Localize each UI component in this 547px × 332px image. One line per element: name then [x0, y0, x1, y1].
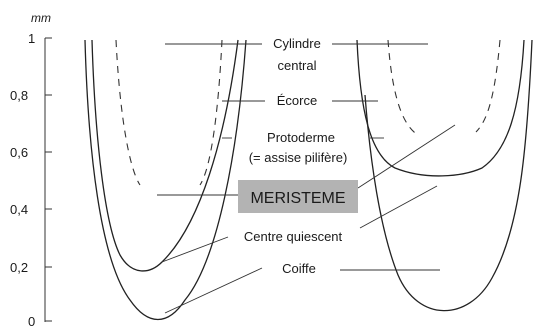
label-meristeme: MERISTEME — [250, 190, 345, 207]
tick-label-1: 1 — [28, 31, 35, 46]
left-root-tip — [84, 39, 247, 321]
label-centre-quiescent: Centre quiescent — [244, 229, 343, 244]
label-protoderme-line2: (= assise pilifère) — [249, 150, 348, 165]
right-central-cylinder-outline — [387, 39, 501, 136]
leader-lines — [157, 43, 456, 314]
tick-label-0: 0 — [28, 314, 35, 327]
labels: Cylindre central Écorce Protoderme (= as… — [238, 36, 358, 276]
right-root-tip — [356, 39, 533, 312]
left-protoderm-outline — [91, 39, 239, 272]
right-coiffe-outline — [364, 39, 533, 312]
meristeme-box — [238, 180, 358, 213]
tick-label-0-2: 0,2 — [10, 260, 28, 275]
tick-label-0-8: 0,8 — [10, 88, 28, 103]
label-ecorce: Écorce — [277, 93, 317, 108]
axis-unit: mm — [31, 11, 51, 25]
label-cylindre-line2: central — [277, 58, 316, 73]
label-coiffe: Coiffe — [282, 261, 316, 276]
left-coiffe-outline — [84, 39, 247, 321]
label-cylindre-line1: Cylindre — [273, 36, 321, 51]
leader-quiescent-left — [161, 236, 229, 263]
left-central-cylinder-outline — [115, 39, 223, 186]
tick-label-0-4: 0,4 — [10, 202, 28, 217]
leader-coiffe-left — [164, 267, 263, 314]
leader-meristeme-right — [357, 124, 456, 189]
vertical-axis: mm 1 0,8 0,6 0,4 0,2 0 — [10, 11, 52, 329]
right-protoderm-outline — [356, 39, 525, 177]
leader-quiescent-right — [359, 185, 438, 229]
tick-label-0-6: 0,6 — [10, 145, 28, 160]
label-protoderme-line1: Protoderme — [267, 130, 335, 145]
